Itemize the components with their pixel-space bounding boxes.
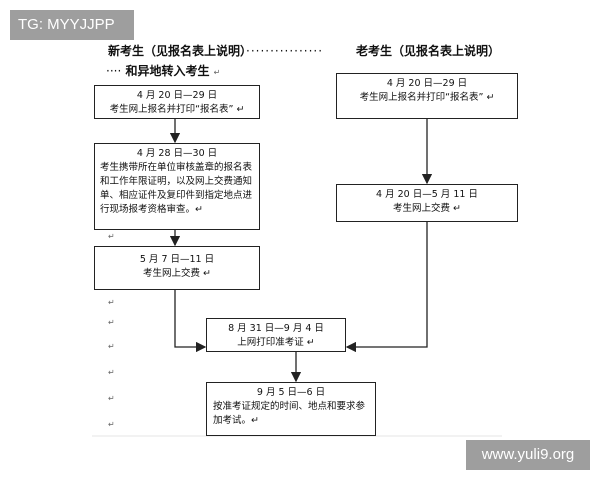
exam-text: 按准考证规定的时间、地点和要求参加考试。↵ <box>213 401 366 426</box>
paragraph-mark: ↵ <box>108 420 115 429</box>
new-payment-date: 5 月 7 日—11 日 <box>139 254 215 265</box>
print-admission-text: 上网打印准考证 ↵ <box>237 337 315 348</box>
onsite-review-box: 4 月 28 日—30 日 考生携带所在单位审核盖章的报名表和工作年限证明，以及… <box>94 143 260 230</box>
old-payment-text: 考生网上交费 ↵ <box>393 203 461 214</box>
line-new-payment-to-print <box>174 290 207 353</box>
exam-box: 9 月 5 日—6 日 按准考证规定的时间、地点和要求参加考试。↵ <box>206 382 376 436</box>
new-payment-text: 考生网上交费 ↵ <box>143 268 211 279</box>
transfer-students-heading: ···· 和异地转入考生 ↵ <box>106 62 220 79</box>
paragraph-mark: ↵ <box>108 232 115 241</box>
paragraph-mark: ↵ <box>108 342 115 351</box>
new-register-box: 4 月 20 日—29 日 考生网上报名并打印“报名表” ↵ <box>94 85 260 119</box>
new-students-label: 新考生（见报名表上说明） <box>108 44 247 58</box>
old-register-box: 4 月 20 日—29 日 考生网上报名并打印“报名表” ↵ <box>336 73 518 119</box>
old-students-label: 老考生（见报名表上说明） <box>356 44 501 58</box>
onsite-review-date: 4 月 28 日—30 日 <box>136 148 218 159</box>
exam-date: 9 月 5 日—6 日 <box>256 387 326 398</box>
leader-dots-2: ···· <box>106 64 122 78</box>
paragraph-mark: ↵ <box>108 298 115 307</box>
old-payment-date: 4 月 20 日—5 月 11 日 <box>376 189 478 200</box>
old-register-date: 4 月 20 日—29 日 <box>386 78 468 89</box>
new-register-text: 考生网上报名并打印“报名表” ↵ <box>109 104 245 115</box>
transfer-students-label: 和异地转入考生 <box>125 64 210 78</box>
new-register-date: 4 月 20 日—29 日 <box>136 90 218 101</box>
old-register-text: 考生网上报名并打印“报名表” ↵ <box>359 92 495 103</box>
watermark-bottom-right: www.yuli9.org <box>466 440 590 470</box>
new-payment-box: 5 月 7 日—11 日 考生网上交费 ↵ <box>94 246 260 290</box>
print-admission-box: 8 月 31 日—9 月 4 日 上网打印准考证 ↵ <box>206 318 346 352</box>
new-students-heading: 新考生（见报名表上说明）················ <box>108 42 323 59</box>
leader-dots-1: ················ <box>246 44 324 58</box>
onsite-review-text: 考生携带所在单位审核盖章的报名表和工作年限证明，以及网上交费通知单、相应证件及复… <box>100 162 253 215</box>
paragraph-mark: ↵ <box>108 318 115 327</box>
paragraph-mark: ↵ <box>213 68 221 77</box>
old-payment-box: 4 月 20 日—5 月 11 日 考生网上交费 ↵ <box>336 184 518 222</box>
watermark-top-left: TG: MYYJJPP <box>10 10 134 40</box>
old-students-heading: 老考生（见报名表上说明） <box>356 42 500 59</box>
line-old-payment-to-print <box>345 222 428 353</box>
paragraph-mark: ↵ <box>108 394 115 403</box>
paragraph-mark: ↵ <box>108 368 115 377</box>
print-admission-date: 8 月 31 日—9 月 4 日 <box>228 323 324 334</box>
